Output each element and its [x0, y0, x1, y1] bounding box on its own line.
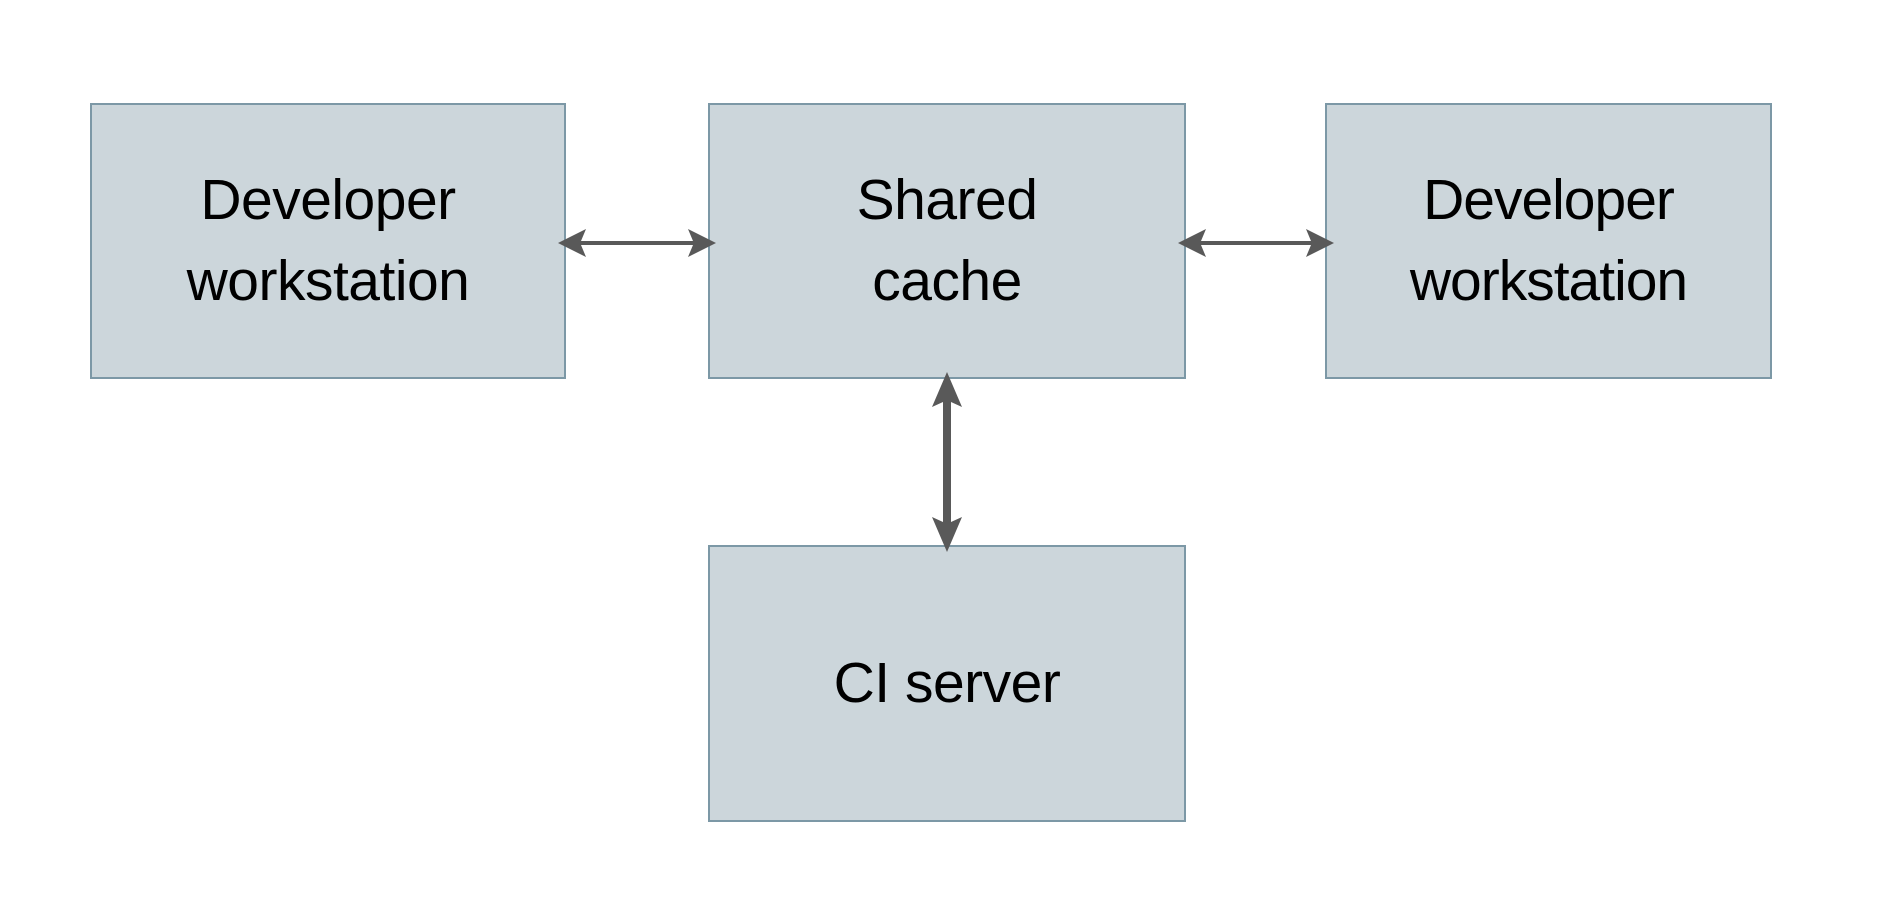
double-arrow-icon: [932, 372, 962, 552]
node-label: Developer workstation: [186, 168, 470, 313]
double-arrow-icon: [1178, 229, 1334, 257]
edge-left-workstation-to-shared-cache[interactable]: [558, 214, 716, 272]
double-arrow-icon: [558, 229, 716, 257]
node-ci-server[interactable]: CI server: [708, 545, 1186, 822]
edge-shared-cache-to-ci-server[interactable]: [918, 372, 976, 552]
node-label: CI server: [833, 651, 1061, 716]
node-shared-cache[interactable]: Shared cache: [708, 103, 1186, 379]
node-developer-workstation-left[interactable]: Developer workstation: [90, 103, 566, 379]
node-label: Shared cache: [856, 168, 1038, 313]
node-developer-workstation-right[interactable]: Developer workstation: [1325, 103, 1772, 379]
edge-shared-cache-to-right-workstation[interactable]: [1178, 214, 1334, 272]
node-label: Developer workstation: [1409, 168, 1688, 313]
